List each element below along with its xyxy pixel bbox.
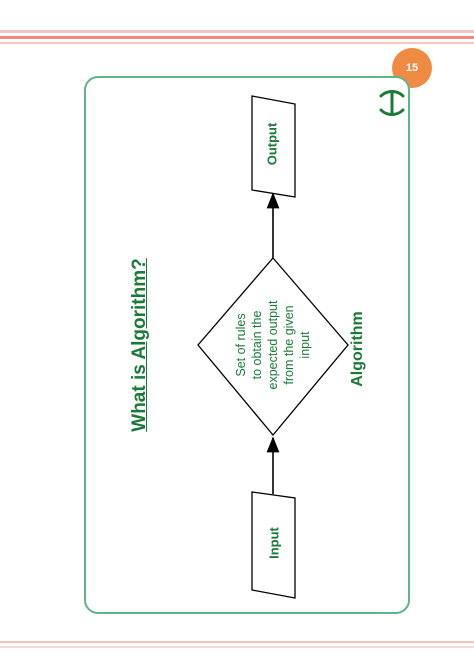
footer-stripe bbox=[0, 641, 474, 643]
input-shape bbox=[251, 491, 296, 599]
header-stripe-light bbox=[0, 30, 474, 33]
process-line: to obtain the bbox=[250, 310, 264, 380]
process-line: from the given bbox=[282, 305, 296, 385]
input-label: Input bbox=[266, 527, 282, 559]
output-label: Output bbox=[264, 122, 280, 166]
process-line: expected output bbox=[266, 300, 280, 390]
process-diamond bbox=[197, 257, 349, 437]
header-stripe bbox=[0, 36, 474, 39]
algorithm-caption: Algorithm bbox=[349, 311, 366, 387]
geeksforgeeks-logo-icon bbox=[379, 90, 405, 116]
page-title: What is Algorithm? bbox=[129, 258, 150, 432]
output-shape bbox=[251, 95, 296, 198]
process-line: Set of rules bbox=[234, 313, 248, 377]
footer-stripe-light bbox=[0, 646, 474, 648]
process-description: Set of rules to obtain the expected outp… bbox=[233, 265, 313, 425]
header-stripe-lower bbox=[0, 42, 474, 44]
process-line: input bbox=[298, 331, 312, 359]
